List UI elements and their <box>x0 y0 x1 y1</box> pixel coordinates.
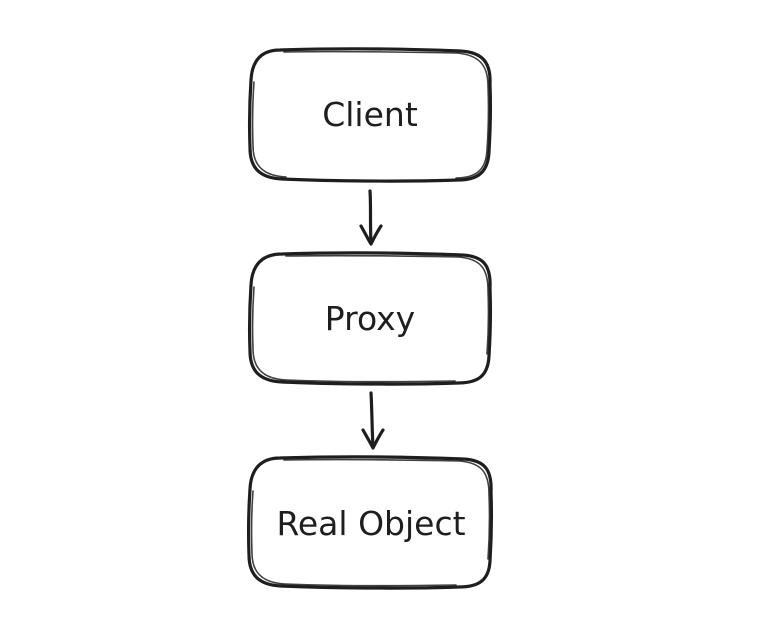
edge-proxy-to-real-object <box>361 391 385 450</box>
node-proxy-box <box>247 251 493 386</box>
node-client-label: Client <box>322 95 418 134</box>
edge-proxy-to-real-object-arrowhead <box>361 428 385 450</box>
edge-client-to-proxy-shaft <box>368 189 373 245</box>
node-real-object[interactable]: Real Object <box>246 455 494 590</box>
edge-proxy-to-real-object-shaft <box>369 391 375 449</box>
node-real-object-box-sketch <box>250 458 491 587</box>
node-real-object-box <box>246 455 494 590</box>
node-proxy-box-sketch <box>251 254 490 383</box>
node-proxy[interactable]: Proxy <box>247 251 493 386</box>
node-client-box <box>247 47 493 183</box>
node-client-box-sketch <box>251 50 490 179</box>
edge-client-to-proxy-arrowhead <box>359 224 383 246</box>
edge-client-to-proxy <box>359 189 383 246</box>
node-real-object-label: Real Object <box>276 504 465 543</box>
node-proxy-label: Proxy <box>325 299 415 338</box>
node-client[interactable]: Client <box>247 47 493 183</box>
